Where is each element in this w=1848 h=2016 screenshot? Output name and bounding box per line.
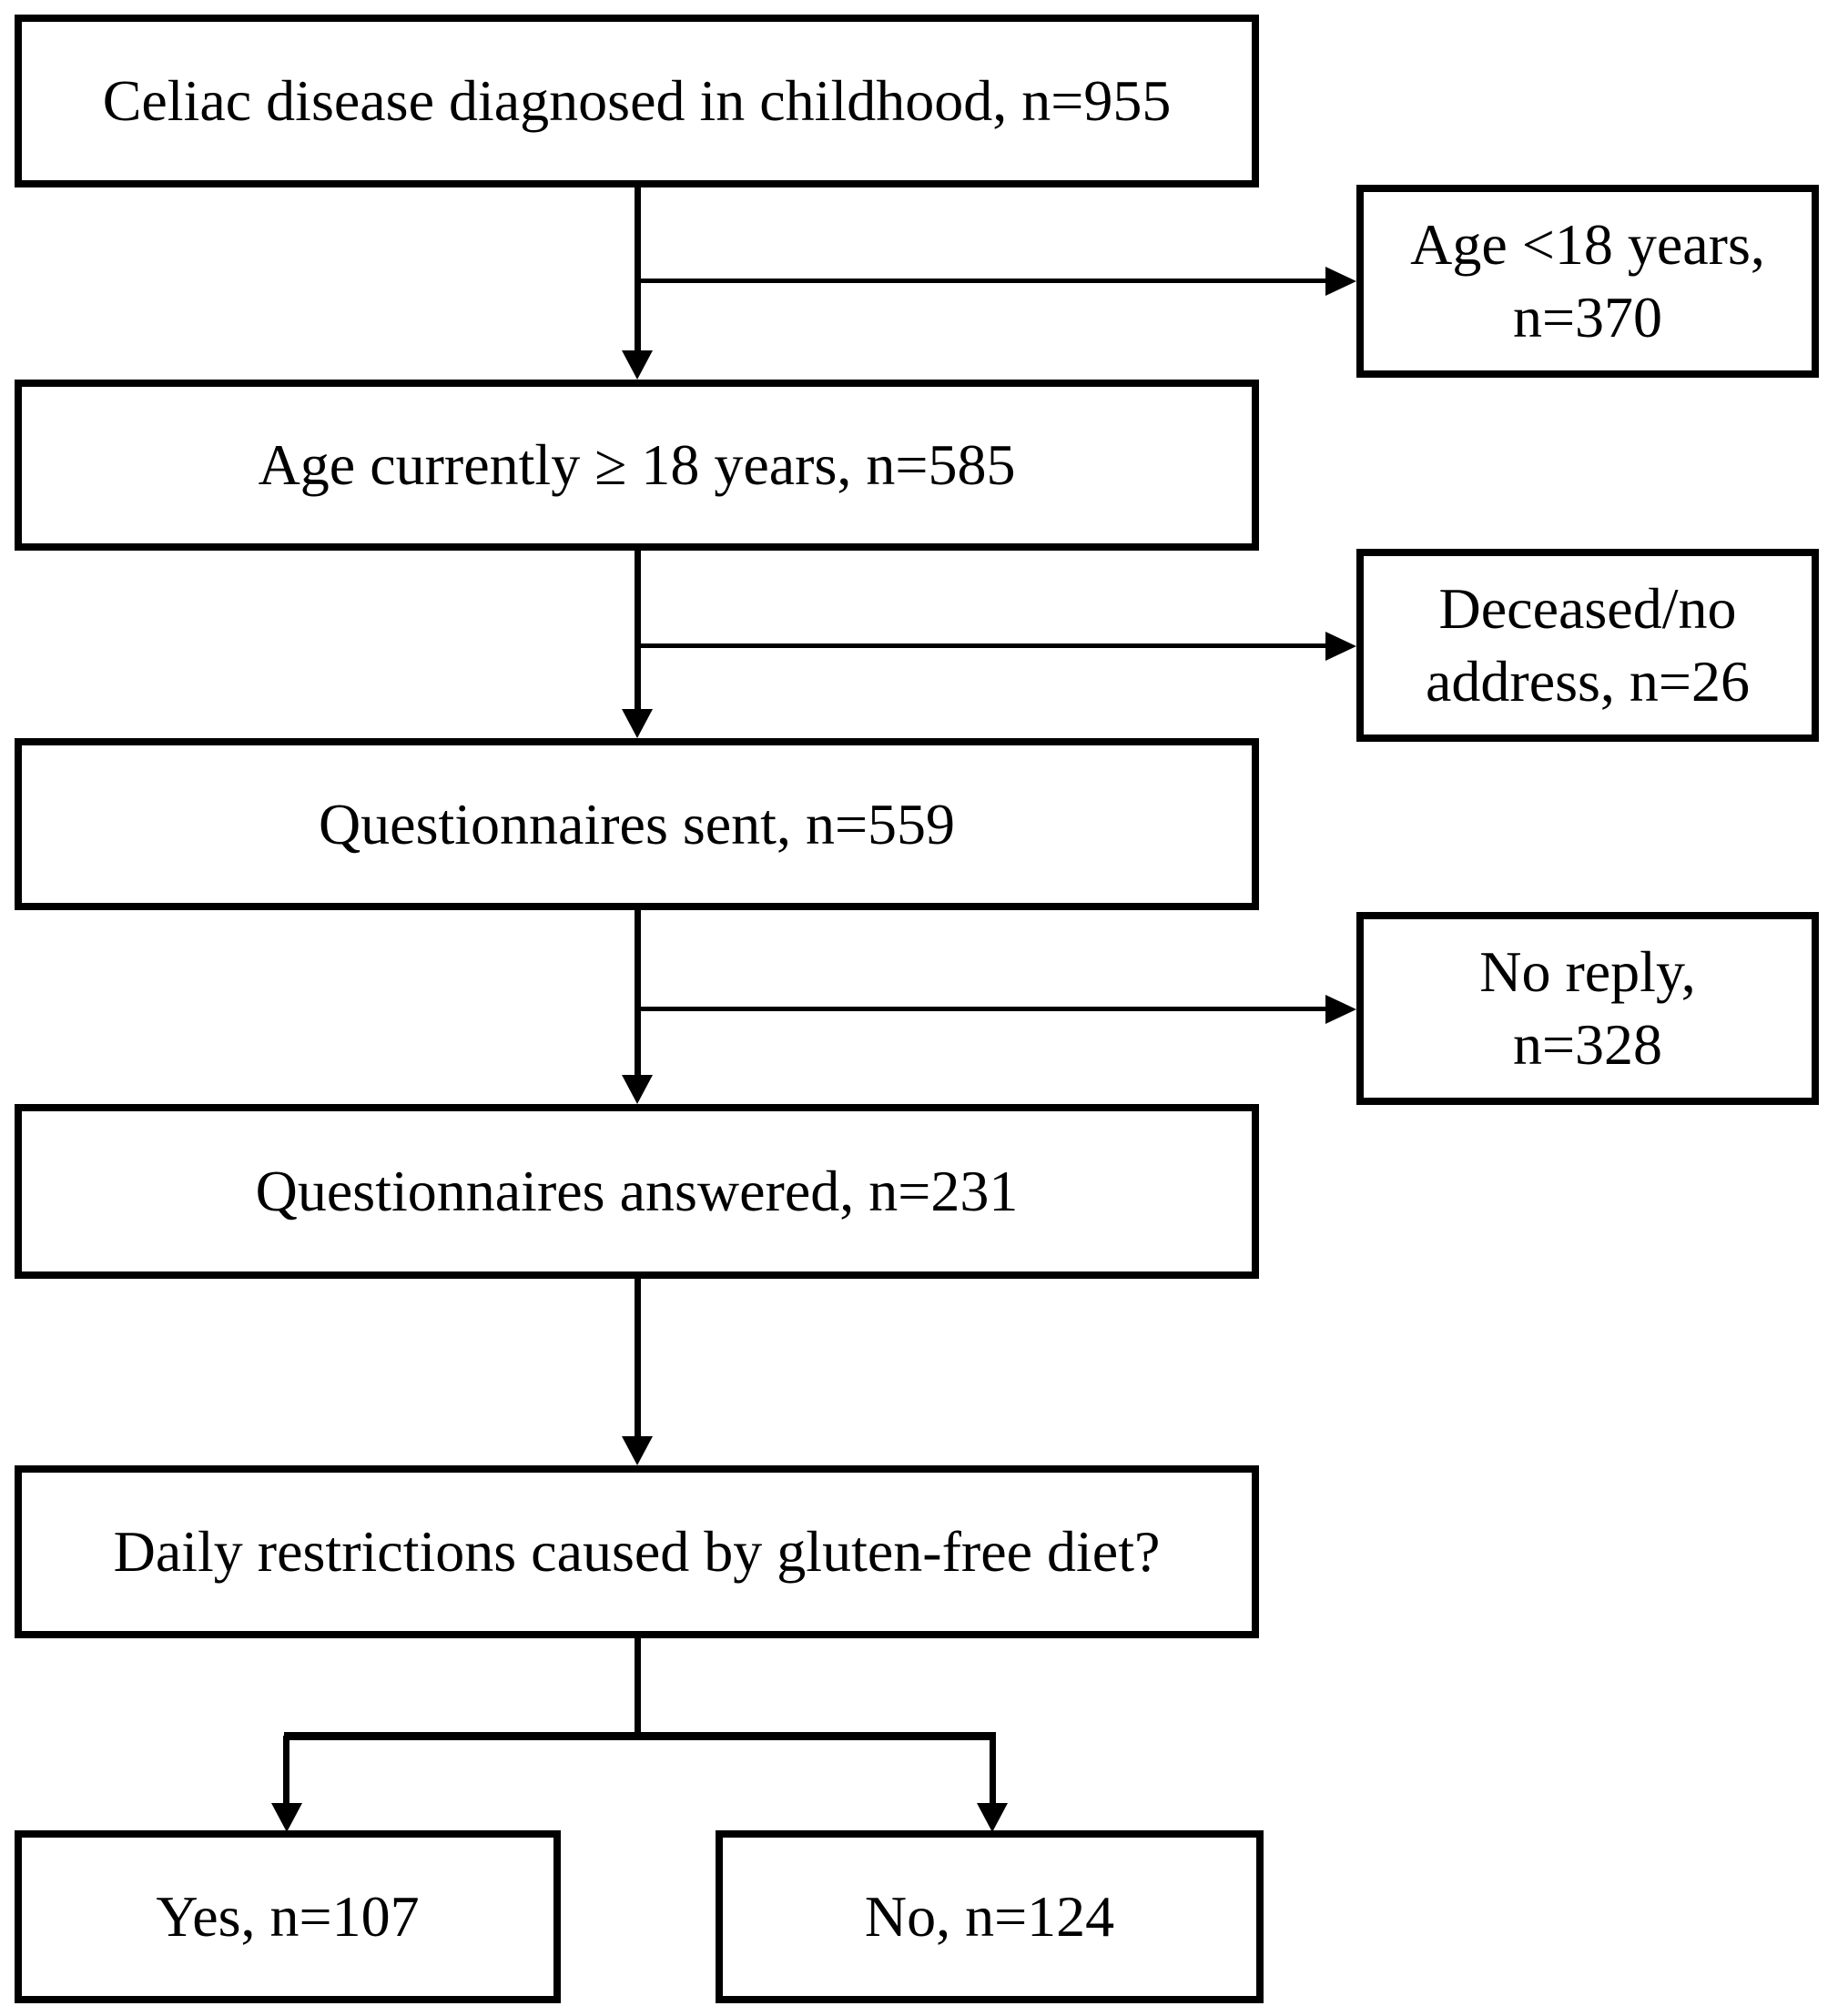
- arrowhead-right-icon: [1325, 632, 1356, 661]
- arrowhead-down-icon: [622, 1075, 653, 1104]
- node-excluded-deceased-line2: address, n=26: [1425, 649, 1751, 714]
- node-outcome-yes: Yes, n=107: [15, 1830, 561, 2003]
- node-excluded-under-18: Age <18 years, n=370: [1356, 185, 1819, 378]
- arrowhead-down-icon: [622, 350, 653, 380]
- arrowhead-right-icon: [1325, 267, 1356, 296]
- arrowhead-down-icon: [622, 709, 653, 738]
- split-stem-line: [635, 1638, 641, 1736]
- arrow-to-yes-line: [283, 1736, 289, 1807]
- node-age-over-18-label: Age currently ≥ 18 years, n=585: [258, 432, 1016, 497]
- node-outcome-no-label: No, n=124: [864, 1884, 1115, 1949]
- node-excluded-deceased-no-address: Deceased/no address, n=26: [1356, 549, 1819, 742]
- arrowhead-down-icon: [977, 1803, 1008, 1832]
- node-daily-restrictions-question: Daily restrictions caused by gluten-free…: [15, 1465, 1259, 1638]
- node-excluded-under-18-line1: Age <18 years,: [1410, 212, 1765, 277]
- arrowhead-down-icon: [271, 1803, 302, 1832]
- node-excluded-under-18-line2: n=370: [1512, 285, 1663, 350]
- arrow-to-excluded-under-18-line: [637, 279, 1325, 283]
- node-excluded-no-reply: No reply, n=328: [1356, 912, 1819, 1105]
- arrowhead-right-icon: [1325, 995, 1356, 1024]
- node-excluded-no-reply-line2: n=328: [1512, 1012, 1663, 1077]
- node-questionnaires-answered: Questionnaires answered, n=231: [15, 1104, 1259, 1279]
- split-horizontal-line: [284, 1732, 996, 1740]
- node-daily-restrictions-question-label: Daily restrictions caused by gluten-free…: [113, 1519, 1161, 1584]
- node-questionnaires-answered-label: Questionnaires answered, n=231: [255, 1159, 1019, 1223]
- arrow-sent-to-answered-line: [635, 910, 641, 1078]
- node-questionnaires-sent: Questionnaires sent, n=559: [15, 738, 1259, 910]
- node-excluded-no-reply-line1: No reply,: [1479, 939, 1696, 1004]
- arrow-celiac-to-age-line: [635, 187, 641, 353]
- node-outcome-yes-label: Yes, n=107: [156, 1884, 420, 1949]
- arrow-answered-to-question-line: [635, 1279, 641, 1439]
- node-celiac-childhood-label: Celiac disease diagnosed in childhood, n…: [102, 68, 1172, 133]
- arrow-age-to-sent-line: [635, 551, 641, 712]
- arrow-to-excluded-deceased-line: [637, 643, 1325, 648]
- node-outcome-no: No, n=124: [716, 1830, 1264, 2003]
- arrow-to-no-line: [990, 1736, 996, 1807]
- arrow-to-excluded-no-reply-line: [637, 1007, 1325, 1011]
- node-age-over-18: Age currently ≥ 18 years, n=585: [15, 380, 1259, 551]
- arrowhead-down-icon: [622, 1436, 653, 1465]
- node-excluded-deceased-line1: Deceased/no: [1438, 576, 1737, 641]
- node-questionnaires-sent-label: Questionnaires sent, n=559: [318, 791, 956, 856]
- node-celiac-childhood: Celiac disease diagnosed in childhood, n…: [15, 15, 1259, 187]
